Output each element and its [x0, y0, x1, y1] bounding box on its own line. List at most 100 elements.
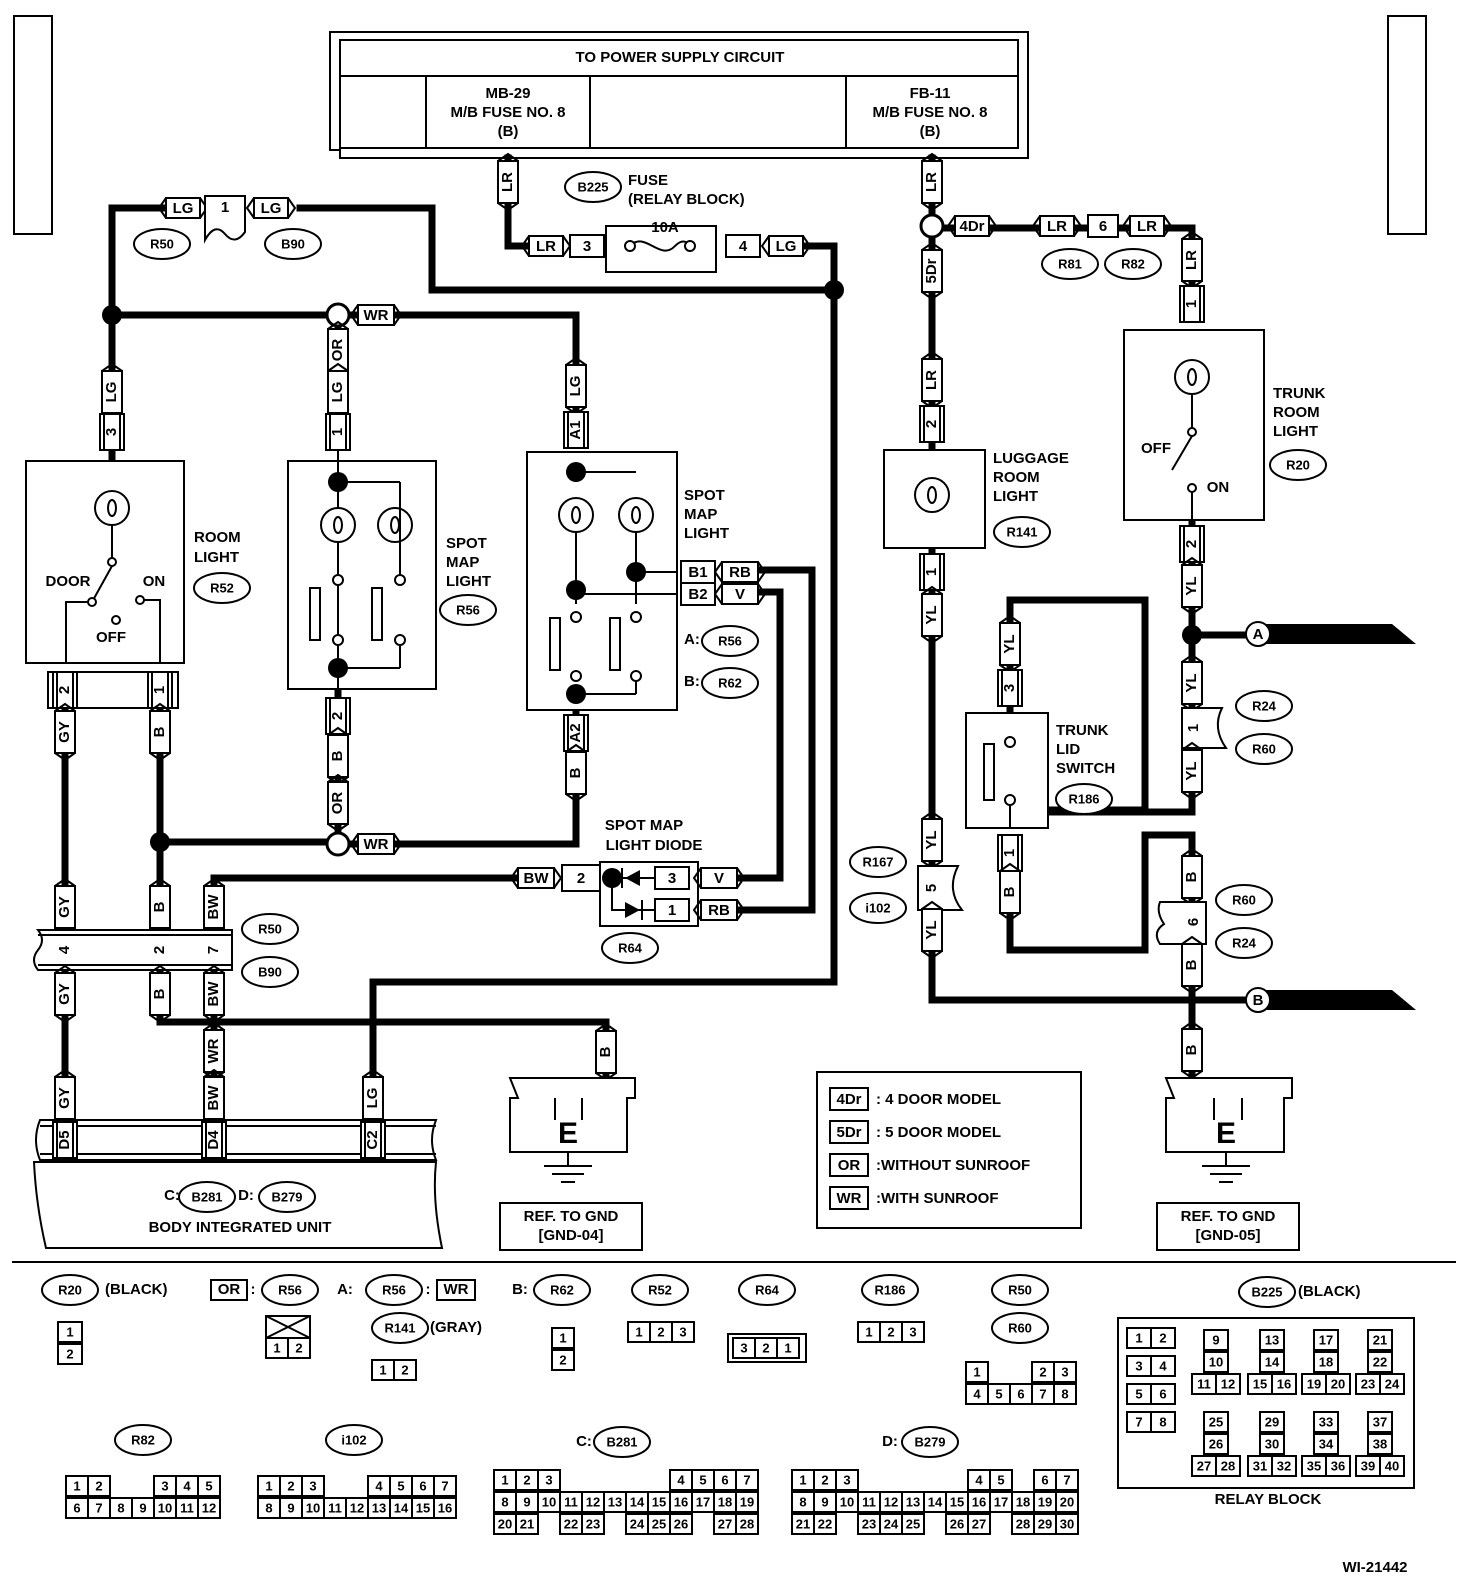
pin-cell-number: 13: [906, 1494, 920, 1509]
pin-number: 1: [1183, 300, 1200, 308]
pin-cell: [1367, 1351, 1393, 1373]
connector-ref-oval: [701, 625, 759, 657]
pin-cell-number: 27: [718, 1516, 732, 1531]
pin-cell-number: 1: [501, 1472, 508, 1487]
pin-cell-number: 8: [501, 1494, 508, 1509]
wire: [334, 686, 580, 848]
fuse-label: FUSE: [628, 172, 668, 189]
pin-cell-number: 20: [1060, 1494, 1074, 1509]
wire-color-label: B: [597, 1046, 614, 1057]
wire-label-box: [700, 867, 738, 889]
biu-label: BODY INTEGRATED UNIT: [149, 1219, 332, 1236]
trunk-room-off: OFF: [1141, 440, 1171, 457]
pin-cell-number: 16: [438, 1500, 452, 1515]
pin-cell: [1367, 1433, 1393, 1455]
bulb-filament: [571, 506, 581, 524]
connector-ref: R50: [258, 921, 282, 936]
connector-ref-oval: [991, 1274, 1049, 1306]
pin-cell: [551, 1327, 575, 1349]
pin-number: C2: [364, 1130, 381, 1149]
pin-cell: [669, 1513, 693, 1535]
connector-ref: R82: [1121, 256, 1145, 271]
pin-number: 1: [329, 428, 346, 436]
switch-contact: [1187, 427, 1197, 437]
connector-ref: R60: [1252, 741, 1276, 756]
pin-cell-number: 2: [821, 1472, 828, 1487]
pin-cell-number: 2: [287, 1478, 294, 1493]
pin-cell-number: 15: [1253, 1376, 1267, 1391]
pin-cell-number: 8: [1159, 1414, 1166, 1429]
connector-ref-oval: [1235, 733, 1293, 765]
pin-cell-number: 14: [630, 1494, 645, 1509]
wire-label-tip: [54, 702, 76, 762]
bulb-filament: [333, 516, 343, 534]
pin-cell-number: 8: [799, 1494, 806, 1509]
wire-color-label: B: [1183, 959, 1200, 970]
connector-ref: R50: [150, 236, 174, 251]
trunk-lid-title-3: SWITCH: [1056, 760, 1115, 777]
wire-label-tip: [245, 197, 297, 219]
spot-map-b-prefix: B:: [684, 673, 700, 690]
pin-cell-number: 6: [419, 1478, 426, 1493]
connector-ref-oval: [1104, 248, 1162, 280]
wire-color-label: WR: [364, 836, 389, 853]
gray-label: (GRAY): [430, 1319, 482, 1336]
wire-label-box: [528, 235, 564, 257]
wire-color-label: B: [151, 901, 168, 912]
connector-ref: R50: [1008, 1282, 1032, 1297]
power-right-l3: (B): [920, 123, 941, 140]
switch-contact: [1187, 483, 1197, 493]
contact: [332, 634, 344, 646]
pin-cell: [1325, 1373, 1351, 1395]
pin-number: B1: [688, 564, 707, 581]
wire-color-label: GY: [56, 1087, 73, 1109]
connector-ref: R60: [1232, 892, 1256, 907]
pin-cell: [776, 1337, 800, 1359]
spot-map-title-2: MAP: [446, 554, 479, 571]
pin-number: 2: [923, 420, 940, 428]
connector-ref: R64: [618, 940, 643, 955]
wire-label-box: [357, 833, 395, 855]
pin-cell-number: 22: [818, 1516, 832, 1531]
legend-code: 5Dr: [836, 1124, 861, 1141]
trunk-room-switch-lever: [1171, 435, 1193, 471]
switch-slot: [371, 587, 383, 641]
pin-cell-number: 22: [564, 1516, 578, 1531]
x-mark: [265, 1315, 311, 1339]
pin-cell-number: 7: [95, 1500, 102, 1515]
arrow-a-shape: [1250, 624, 1416, 644]
pin-cell: [1203, 1433, 1229, 1455]
pin-cell-number: 2: [66, 1346, 73, 1361]
pin-cell-number: 2: [887, 1324, 894, 1339]
switch-contact: [111, 615, 121, 625]
pin-cell-number: 17: [1319, 1332, 1333, 1347]
pin-cell-number: 36: [1331, 1458, 1345, 1473]
wire-label-box: [327, 781, 349, 825]
pin-cell-number: 9: [821, 1494, 828, 1509]
pin-cell-number: 6: [721, 1472, 728, 1487]
pin-cell: [1259, 1329, 1285, 1351]
pin-cell: [1271, 1373, 1297, 1395]
arrow-a-circle: [1245, 621, 1271, 647]
bulb-filament: [107, 499, 117, 517]
wire-color-label: B: [151, 988, 168, 999]
relay-block-label: RELAY BLOCK: [1215, 1491, 1322, 1508]
pin-cell: [1313, 1329, 1339, 1351]
power-right-l2: M/B FUSE NO. 8: [872, 104, 987, 121]
wire-label-tip: [349, 304, 403, 326]
wire-label-box: [921, 358, 943, 402]
wire-color-label: OR: [329, 339, 346, 362]
wire: [734, 588, 784, 882]
legend-text: : 4 DOOR MODEL: [876, 1091, 1001, 1108]
wire-color-label: LR: [1137, 218, 1157, 235]
pin-cell: [197, 1475, 221, 1497]
pin-number: B2: [688, 586, 707, 603]
pin-cell-number: 4: [375, 1478, 383, 1493]
wire: [296, 204, 838, 294]
connector-ref-oval: [114, 1424, 172, 1456]
wire-color-label: BW: [524, 870, 550, 887]
contact: [394, 574, 406, 586]
pin-cell-number: 18: [718, 1494, 732, 1509]
colon: :: [251, 1281, 256, 1298]
wire-label-box: [357, 304, 395, 326]
